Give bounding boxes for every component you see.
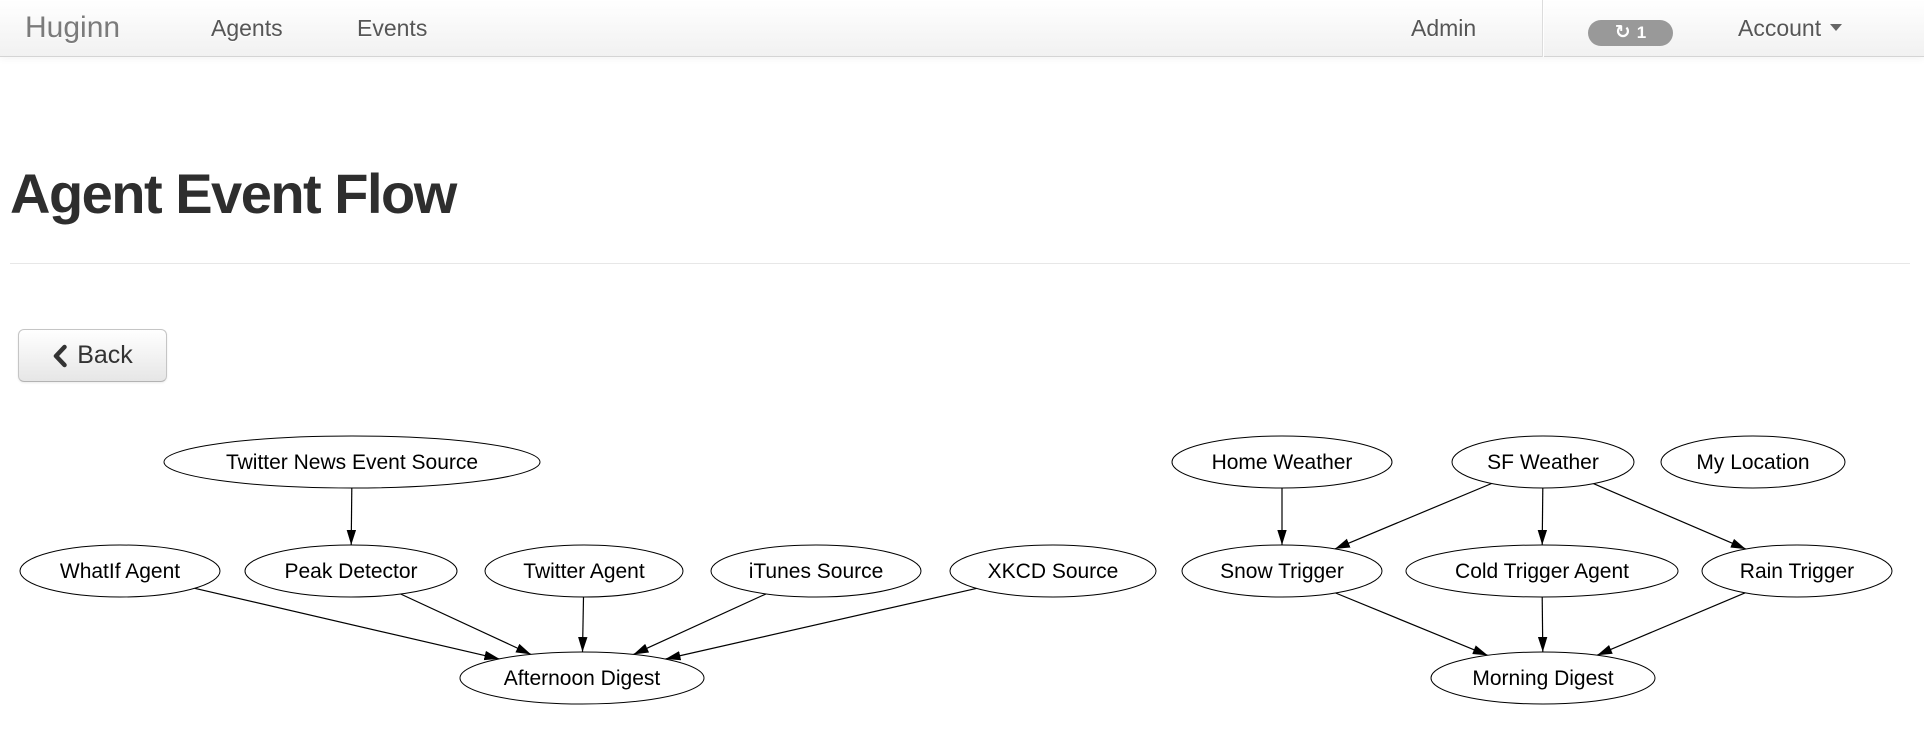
graph-edge-twitter_agent-afternoon xyxy=(578,596,588,653)
graph-node-snow: Snow Trigger xyxy=(1181,544,1383,598)
graph-node-ellipse-rain xyxy=(1701,544,1893,598)
graph-node-ellipse-twitter_news xyxy=(163,435,541,489)
title-divider xyxy=(10,263,1910,264)
account-label: Account xyxy=(1738,15,1822,41)
navbar: Huginn Agents Events Admin ↻ 1 Account xyxy=(0,0,1924,57)
graph-node-label-cold: Cold Trigger Agent xyxy=(1455,560,1629,583)
graph-node-twitter_agent: Twitter Agent xyxy=(484,544,684,598)
graph-edge-sf_weather-rain xyxy=(1593,483,1747,550)
graph-edge-cold-morning xyxy=(1537,596,1548,653)
graph-node-label-peak: Peak Detector xyxy=(284,560,417,583)
caret-down-icon xyxy=(1830,24,1843,32)
graph-edge-whatif-afternoon xyxy=(194,587,500,661)
graph-edge-itunes-afternoon xyxy=(633,593,767,655)
graph-node-ellipse-xkcd xyxy=(949,544,1157,598)
graph-node-morning: Morning Digest xyxy=(1430,651,1656,705)
job-count: 1 xyxy=(1636,23,1647,42)
graph-node-label-my_location: My Location xyxy=(1696,451,1809,474)
graph-node-ellipse-twitter_agent xyxy=(484,544,684,598)
graph-node-ellipse-morning xyxy=(1430,651,1656,705)
graph-node-afternoon: Afternoon Digest xyxy=(459,651,705,705)
nav-item-account[interactable]: Account xyxy=(1738,0,1843,56)
graph-node-label-snow: Snow Trigger xyxy=(1220,560,1344,583)
graph-node-ellipse-itunes xyxy=(710,544,922,598)
graph-edge-sf_weather-cold xyxy=(1537,487,1548,546)
graph-node-label-itunes: iTunes Source xyxy=(749,560,884,583)
graph-node-label-home_weather: Home Weather xyxy=(1212,451,1353,474)
refresh-icon: ↻ xyxy=(1614,20,1631,43)
back-button[interactable]: Back xyxy=(18,329,167,382)
graph-node-xkcd: XKCD Source xyxy=(949,544,1157,598)
job-queue-badge[interactable]: ↻ 1 xyxy=(1588,20,1673,46)
graph-node-my_location: My Location xyxy=(1660,435,1846,489)
graph-edge-sf_weather-snow xyxy=(1334,482,1492,550)
brand-huginn[interactable]: Huginn xyxy=(25,11,121,44)
graph-node-ellipse-sf_weather xyxy=(1451,435,1635,489)
graph-node-peak: Peak Detector xyxy=(244,544,458,598)
graph-node-ellipse-snow xyxy=(1181,544,1383,598)
graph-node-whatif: WhatIf Agent xyxy=(19,544,221,598)
graph-node-ellipse-home_weather xyxy=(1171,435,1393,489)
graph-node-ellipse-my_location xyxy=(1660,435,1846,489)
graph-node-label-morning: Morning Digest xyxy=(1472,667,1613,690)
graph-node-label-rain: Rain Trigger xyxy=(1740,560,1854,583)
graph-node-ellipse-whatif xyxy=(19,544,221,598)
graph-node-label-twitter_news: Twitter News Event Source xyxy=(226,451,478,474)
graph-node-label-twitter_agent: Twitter Agent xyxy=(523,560,645,583)
graph-node-home_weather: Home Weather xyxy=(1171,435,1393,489)
graph-node-ellipse-peak xyxy=(244,544,458,598)
graph-edge-peak-afternoon xyxy=(400,593,532,655)
graph-node-ellipse-afternoon xyxy=(459,651,705,705)
graph-node-itunes: iTunes Source xyxy=(710,544,922,598)
graph-node-label-xkcd: XKCD Source xyxy=(988,560,1119,583)
nav-item-events[interactable]: Events xyxy=(357,15,428,41)
navbar-divider xyxy=(1542,0,1543,57)
nav-item-agents[interactable]: Agents xyxy=(211,15,283,41)
nav-item-admin[interactable]: Admin xyxy=(1411,15,1477,41)
graph-node-cold: Cold Trigger Agent xyxy=(1405,544,1679,598)
graph-edge-xkcd-afternoon xyxy=(665,587,977,661)
page-title: Agent Event Flow xyxy=(10,162,457,225)
graph-node-rain: Rain Trigger xyxy=(1701,544,1893,598)
graph-node-label-whatif: WhatIf Agent xyxy=(60,560,180,583)
graph-node-twitter_news: Twitter News Event Source xyxy=(163,435,541,489)
back-button-label: Back xyxy=(77,341,133,369)
graph-edge-twitter_news-peak xyxy=(346,487,357,546)
graph-node-label-sf_weather: SF Weather xyxy=(1487,451,1599,474)
graph-node-ellipse-cold xyxy=(1405,544,1679,598)
graph-edge-snow-morning xyxy=(1335,592,1489,656)
graph-node-sf_weather: SF Weather xyxy=(1451,435,1635,489)
graph-edge-rain-morning xyxy=(1596,592,1746,656)
graph-node-label-afternoon: Afternoon Digest xyxy=(504,667,661,690)
chevron-left-icon xyxy=(53,344,67,367)
